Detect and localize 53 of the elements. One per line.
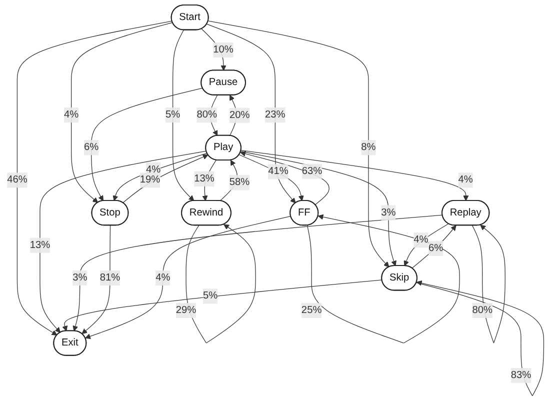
arrow bbox=[240, 151, 330, 206]
edge-label: 3% bbox=[72, 272, 87, 283]
edge-label: 41% bbox=[268, 166, 288, 177]
edge-label: 29% bbox=[176, 304, 196, 316]
edge-label: 8% bbox=[360, 142, 376, 153]
arrow bbox=[200, 28, 226, 71]
arrow bbox=[207, 20, 389, 268]
edge-label: 5% bbox=[202, 290, 218, 302]
edge-label: 13% bbox=[29, 240, 50, 250]
arrow bbox=[90, 88, 202, 202]
arrow bbox=[81, 225, 110, 334]
arrow bbox=[16, 20, 172, 336]
arrow bbox=[70, 22, 172, 203]
arrow bbox=[209, 94, 218, 136]
arrow bbox=[185, 224, 256, 344]
arrow bbox=[39, 150, 206, 333]
edge-label: 23% bbox=[264, 109, 285, 120]
arrow bbox=[62, 280, 382, 332]
edge-label: 4% bbox=[146, 164, 160, 175]
edge-label: 80% bbox=[472, 304, 492, 316]
arrow bbox=[411, 225, 456, 268]
edge-label: 6% bbox=[84, 142, 98, 153]
arrow bbox=[122, 154, 208, 204]
arrow bbox=[72, 214, 442, 332]
edge-label: 13% bbox=[194, 173, 214, 184]
arrow bbox=[472, 224, 506, 344]
arrow bbox=[112, 152, 207, 202]
edge-label: 58% bbox=[228, 176, 250, 188]
arrow bbox=[240, 150, 468, 202]
edge-label: 83% bbox=[510, 370, 531, 381]
edge-label: 25% bbox=[301, 304, 322, 316]
arrow bbox=[238, 154, 304, 202]
arrow bbox=[240, 151, 396, 266]
edge-label: 6% bbox=[428, 242, 443, 254]
edge-label: 4% bbox=[155, 272, 170, 283]
arrow bbox=[202, 160, 216, 202]
arrow bbox=[84, 216, 291, 340]
edge-label: 80% bbox=[196, 109, 217, 120]
edge-label: 46% bbox=[6, 174, 27, 186]
edge-label: 19% bbox=[139, 174, 160, 186]
arrow bbox=[172, 30, 194, 202]
edge-label: 5% bbox=[165, 109, 180, 120]
edge-label: 10% bbox=[212, 44, 234, 56]
edge-label: 81% bbox=[99, 272, 120, 283]
edge-label: 4% bbox=[64, 109, 78, 120]
edge-label: 20% bbox=[229, 110, 250, 120]
edge-label: 3% bbox=[380, 207, 396, 218]
arrow bbox=[403, 223, 448, 266]
edge-label: 63% bbox=[301, 166, 322, 176]
edge-label: 4% bbox=[458, 174, 473, 186]
arrow bbox=[416, 280, 544, 396]
arrow bbox=[306, 214, 460, 344]
edge-label: 4% bbox=[413, 234, 428, 246]
